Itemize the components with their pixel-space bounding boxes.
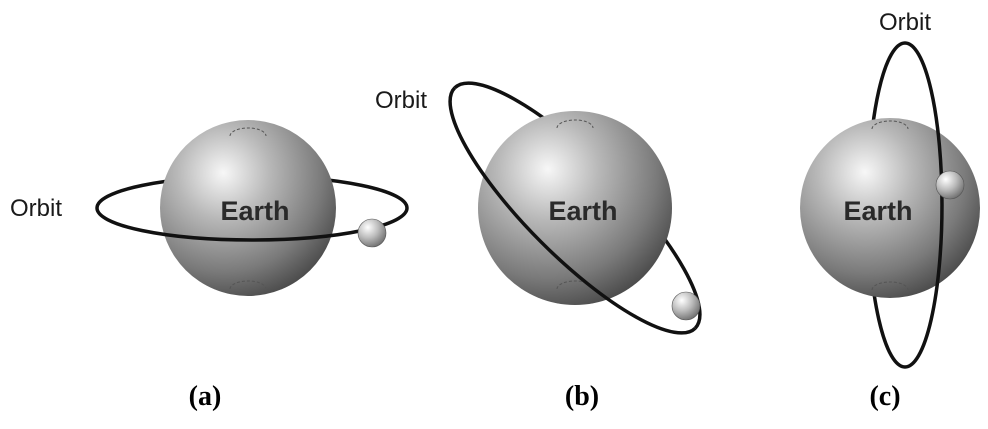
orbit-label-b: Orbit — [375, 87, 427, 114]
earth-label-c: Earth — [843, 196, 912, 226]
earth-a — [160, 120, 336, 296]
orbit-front-a — [95, 207, 409, 242]
earth-b — [478, 111, 672, 305]
orbit-label-a: Orbit — [10, 195, 62, 222]
caption-a: (a) — [189, 381, 222, 412]
south-pole-a — [229, 280, 267, 290]
orbit-front-c — [904, 41, 944, 369]
orbit-front-b — [448, 86, 697, 335]
panel-b: Orbit Earth (b) — [375, 81, 702, 412]
north-pole-a — [229, 127, 267, 137]
earth-label-a: Earth — [220, 196, 289, 226]
orbit-label-c: Orbit — [879, 9, 931, 36]
panel-a: Orbit Earth (a) — [10, 120, 409, 412]
caption-b: (b) — [565, 381, 599, 412]
earth-label-b: Earth — [548, 196, 617, 226]
satellite-b — [671, 291, 701, 321]
satellite-c — [935, 170, 965, 200]
caption-c: (c) — [869, 381, 900, 412]
satellite-a — [357, 218, 387, 248]
panel-c: Orbit Earth (c) — [800, 9, 980, 412]
earth-c — [800, 118, 980, 298]
north-pole-b — [556, 119, 594, 129]
south-pole-c — [871, 281, 909, 291]
north-pole-c — [871, 120, 909, 130]
south-pole-b — [556, 280, 594, 290]
